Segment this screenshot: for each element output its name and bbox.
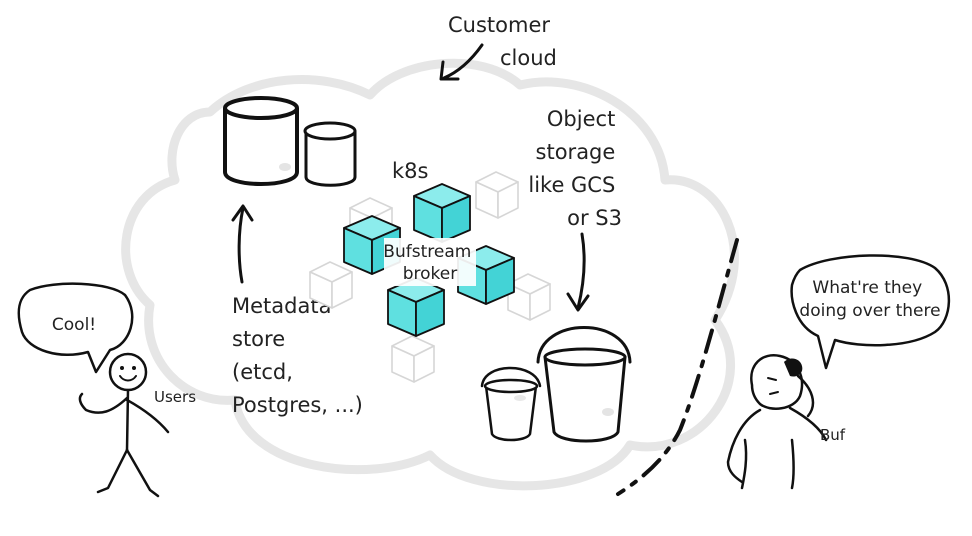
database-small-icon [303, 121, 357, 187]
broker-cube [387, 277, 445, 337]
bucket-large-icon [536, 326, 632, 443]
metadata-line-3: (etcd, [232, 360, 293, 384]
buf-speech-line-2: doing over there [799, 301, 940, 321]
empty-node-cube [391, 335, 435, 383]
database-large-icon [223, 96, 299, 186]
broker-cube [343, 215, 401, 275]
object-storage-label: Object storage like GCS or S3 [528, 107, 622, 230]
empty-node-cubes [309, 171, 551, 383]
empty-node-cube [309, 261, 353, 309]
buf-figure [726, 354, 828, 490]
buf-speech-line-1: What're they [812, 278, 922, 298]
customer-cloud-arrow [439, 43, 484, 81]
object-storage-line-2: storage [536, 140, 616, 164]
users-label: Users [154, 388, 196, 406]
broker-line-2: broker [403, 264, 458, 284]
users-speech-text: Cool! [52, 315, 96, 335]
object-storage-line-4: or S3 [567, 206, 622, 230]
metadata-store-label: Metadata store (etcd, Postgres, ...) [232, 294, 363, 417]
buf-speech-text: What're they doing over there [799, 278, 940, 321]
object-storage-arrow [566, 232, 590, 312]
broker-cube [457, 245, 515, 305]
buf-label: Buf [820, 426, 846, 444]
customer-cloud-label: Customer cloud [448, 13, 557, 70]
metadata-line-4: Postgres, ...) [232, 393, 363, 417]
bucket-small-icon [480, 366, 542, 442]
buf-speech-bubble: What're they doing over there [790, 254, 951, 370]
empty-node-cube [475, 171, 519, 219]
metadata-arrow [231, 204, 254, 284]
k8s-label: k8s [392, 159, 428, 183]
customer-cloud-outline [121, 58, 739, 491]
user-figure [78, 352, 170, 498]
broker-label-background [384, 238, 476, 286]
customer-cloud-line-1: Customer [448, 13, 550, 37]
customer-cloud-line-2: cloud [500, 46, 557, 70]
broker-cube [413, 183, 471, 243]
boundary-divider [616, 238, 739, 496]
object-storage-line-1: Object [547, 107, 615, 131]
object-storage-line-3: like GCS [528, 173, 615, 197]
users-speech-bubble: Cool! [17, 282, 134, 374]
bufstream-broker-label: Bufstream broker [383, 242, 476, 284]
broker-line-1: Bufstream [383, 242, 471, 262]
metadata-line-2: store [232, 327, 285, 351]
